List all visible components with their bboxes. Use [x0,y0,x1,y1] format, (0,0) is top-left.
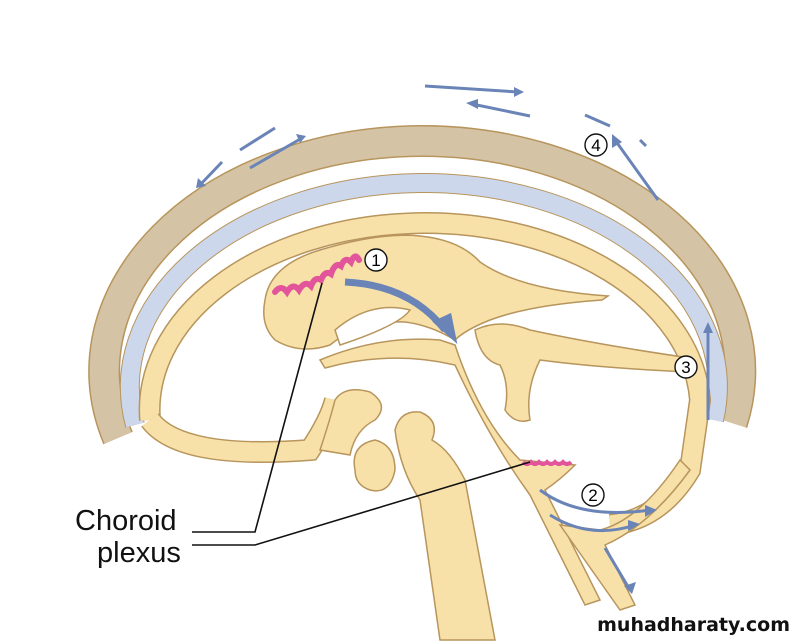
marker-3: 3 [674,355,698,379]
svg-text:1: 1 [371,251,380,270]
third-ventricle [318,338,602,606]
watermark: muhadharaty.com [597,614,790,636]
choroid-plexus-lateral [272,253,362,298]
fourth-ventricle-region [474,323,691,422]
choroid-pointer-2 [192,461,531,546]
choroid-pointer-1 [192,282,323,533]
brainstem [394,411,496,641]
svg-text:4: 4 [591,136,600,155]
marker-2: 2 [581,483,605,507]
spinal-canal [558,458,691,611]
svg-text:2: 2 [588,486,597,505]
pituitary-area [319,389,383,456]
marker-1: 1 [364,248,388,272]
marker-4: 4 [584,133,608,157]
choroid-plexus-fourth [521,459,573,466]
csf-flow-arrows [198,84,710,591]
svg-text:3: 3 [681,358,690,377]
label-choroid: Choroid [75,505,177,537]
label-plexus: plexus [97,537,181,569]
